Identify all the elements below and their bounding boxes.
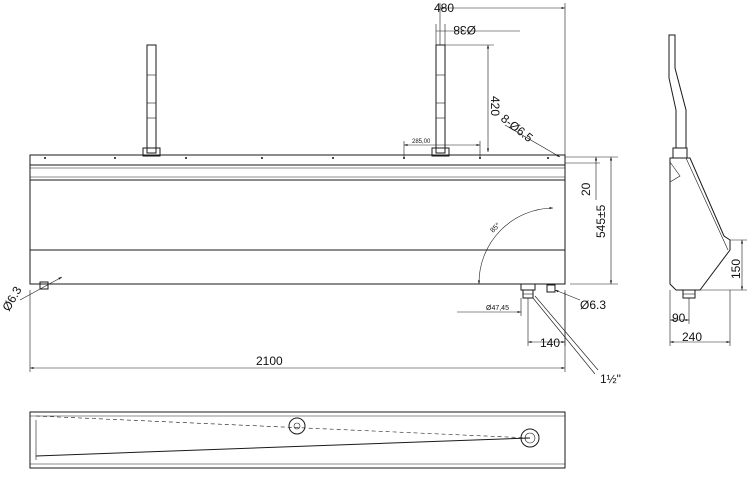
dim-480-label: 480 [434, 1, 454, 15]
dim-240-label: 240 [682, 330, 702, 344]
dim-420-label: 420 [488, 96, 502, 116]
dimension-2100: 2100 [29, 290, 566, 372]
angle-label: 85° [489, 221, 502, 234]
right-post [431, 44, 450, 157]
drain-outlet [520, 283, 536, 299]
dim-150-label: 150 [729, 259, 743, 279]
dim-545-label: 545±5 [594, 204, 608, 238]
dimension-480: 480 [434, 1, 566, 155]
dim-47-45-label: Ø47,45 [486, 305, 509, 312]
trough-body [29, 164, 566, 293]
dim-140-label: 140 [540, 336, 560, 350]
dimension-dia-6-3-left: Ø6.3 [0, 276, 63, 314]
dimension-dia-38: Ø38 [435, 23, 520, 45]
dimension-holes: 8-Ø6.5 [498, 111, 561, 158]
dimension-240: 240 [670, 290, 731, 346]
dimension-285: 285,00 [403, 139, 481, 157]
dim-90-label: 90 [672, 311, 686, 325]
dim-285-label: 285,00 [412, 139, 431, 145]
top-rail [29, 154, 566, 166]
dimension-420: 420 [445, 44, 502, 152]
side-view [668, 34, 731, 299]
top-view [29, 411, 566, 469]
front-view: 85° [29, 44, 566, 299]
dim-6-3-left-label: Ø6.3 [0, 284, 25, 314]
dimension-20-545: 20 545±5 [565, 156, 618, 285]
dim-holes-label: 8-Ø6.5 [498, 111, 536, 145]
dim-2100-label: 2100 [256, 354, 283, 368]
dim-38-label: Ø38 [453, 23, 476, 37]
dim-20-label: 20 [579, 182, 593, 196]
dimension-dia-6-3-right: Ø6.3 [554, 289, 606, 312]
dimension-outlet: 1½" [532, 295, 621, 386]
dimension-150: 150 [700, 239, 747, 291]
dim-6-3-right-label: Ø6.3 [580, 298, 606, 312]
left-post [142, 44, 161, 157]
dimension-dia-47-45: Ø47,45 [457, 298, 522, 316]
dimension-90: 90 [669, 290, 690, 346]
dim-outlet-label: 1½" [600, 372, 621, 386]
screw-holes [44, 157, 549, 159]
